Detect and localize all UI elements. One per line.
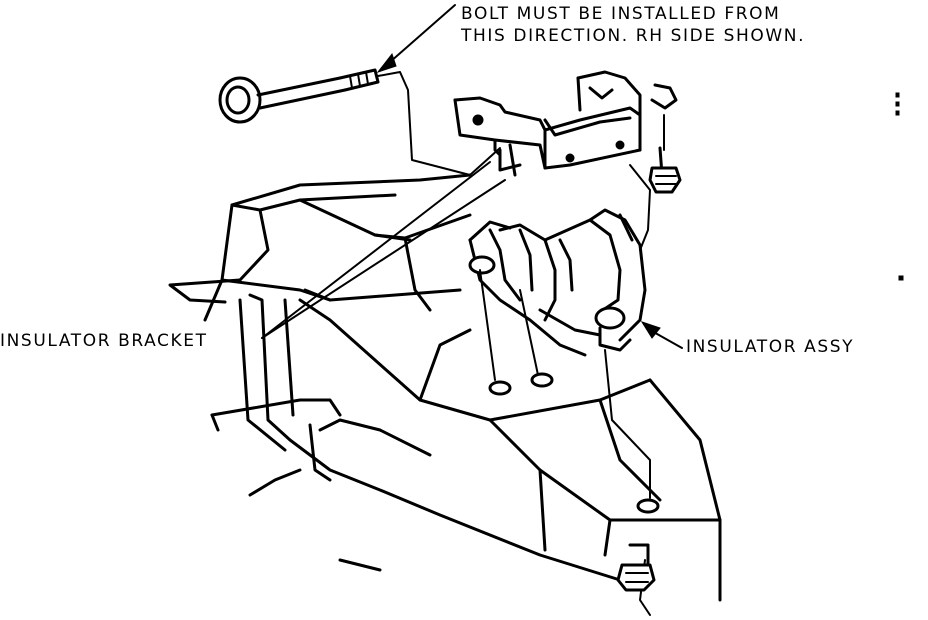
note-line-1: BOLT MUST BE INSTALLED FROM — [461, 4, 781, 24]
callout-leaders — [261, 4, 683, 349]
stud-guide-lines — [479, 114, 665, 616]
engine-block — [168, 173, 722, 602]
bolt-direction-note: BOLT MUST BE INSTALLED FROM THIS DIRECTI… — [461, 3, 805, 47]
lower-bolt — [616, 543, 656, 592]
insulator-assy-label: INSULATOR ASSY — [686, 337, 855, 357]
note-line-2: THIS DIRECTION. RH SIDE SHOWN. — [461, 26, 806, 46]
insulator-assembly — [468, 208, 647, 357]
through-bolt — [218, 68, 501, 176]
insulator-bracket-label: INSULATOR BRACKET — [0, 331, 208, 351]
bracket-bolt — [648, 83, 682, 194]
margin-marks — [895, 92, 904, 281]
insulator-bracket — [453, 70, 642, 177]
